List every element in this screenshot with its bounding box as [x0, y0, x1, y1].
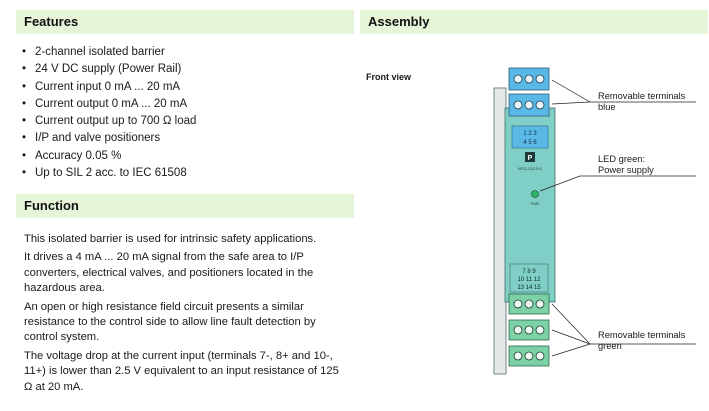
list-item: Accuracy 0.05 % [16, 148, 196, 166]
callout-leader-green [551, 329, 591, 345]
assembly-heading: Assembly [360, 10, 708, 34]
callout-line: green [598, 341, 622, 351]
terminal-number-panel [511, 125, 549, 149]
terminal-numbers-top: 1 2 3 [523, 131, 537, 137]
callout-led: LED green: Power supply [598, 154, 654, 176]
terminal-numbers-top: 4 5 6 [523, 140, 537, 146]
callout-leader-green [551, 343, 696, 357]
callout-leader-blue [551, 101, 591, 105]
function-paragraph: This isolated barrier is used for intrin… [24, 233, 317, 245]
callout-terminals-blue: Removable terminals blue [598, 91, 685, 113]
logo-icon [525, 152, 535, 162]
features-heading: Features [16, 10, 354, 34]
screw-icon [535, 100, 545, 110]
list-item: Current output up to 700 Ω load [16, 113, 196, 131]
logo-glyph: P [528, 155, 533, 162]
callout-line: blue [598, 102, 616, 112]
function-paragraph: An open or high resistance field circuit… [24, 300, 316, 344]
callout-line: Power supply [598, 165, 654, 175]
callout-line: Removable terminals [598, 91, 686, 101]
list-item: 24 V DC supply (Power Rail) [16, 61, 196, 79]
function-paragraph: The voltage drop at the current input (t… [24, 349, 339, 393]
screw-icon [535, 299, 545, 309]
led-power-icon [531, 190, 539, 198]
callout-leader-led [539, 175, 696, 192]
screw-icon [513, 74, 523, 84]
model-label: KFD2-CD2-Ex2 [518, 167, 542, 171]
function-heading: Function [16, 194, 354, 218]
screw-icon [524, 100, 534, 110]
terminal-number-panel [509, 263, 549, 293]
terminal-numbers-bottom: 7 8 9 [522, 269, 536, 275]
screw-icon [524, 325, 534, 335]
screw-icon [535, 351, 545, 361]
callout-line: Removable terminals [598, 330, 686, 340]
screw-icon [513, 325, 523, 335]
terminal-numbers-bottom: 13 14 15 [517, 285, 541, 291]
list-item: Up to SIL 2 acc. to IEC 61508 [16, 165, 196, 183]
screw-icon [513, 299, 523, 309]
screw-icon [524, 351, 534, 361]
list-item: Current input 0 mA ... 20 mA [16, 79, 196, 97]
front-view-label: Front view [366, 72, 412, 82]
list-item: Current output 0 mA ... 20 mA [16, 96, 196, 114]
led-label: PWR [531, 202, 540, 206]
terminal-numbers-bottom: 10 11 12 [518, 277, 542, 283]
screw-icon [513, 351, 523, 361]
callout-line: LED green: [598, 154, 646, 164]
features-list: 2-channel isolated barrier 24 V DC suppl… [16, 44, 196, 183]
list-item: I/P and valve positioners [16, 130, 196, 148]
callout-leader-blue [551, 79, 696, 103]
callout-terminals-green: Removable terminals green [598, 330, 685, 352]
screw-icon [513, 100, 523, 110]
rail-strip [493, 87, 507, 375]
function-text: This isolated barrier is used for intrin… [24, 232, 350, 398]
screw-icon [524, 74, 534, 84]
function-paragraph: It drives a 4 mA ... 20 mA signal from t… [24, 251, 314, 295]
screw-icon [524, 299, 534, 309]
callout-leader-green [551, 303, 591, 345]
list-item: 2-channel isolated barrier [16, 44, 196, 62]
screw-icon [535, 74, 545, 84]
screw-icon [535, 325, 545, 335]
